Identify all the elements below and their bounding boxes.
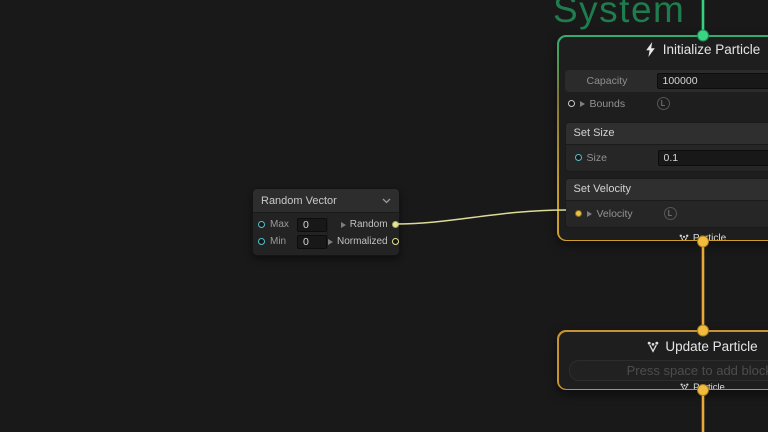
input-row-min: Min (253, 234, 327, 249)
random-vector-title: Random Vector (261, 194, 337, 207)
set-velocity-header[interactable]: Set Velocity (565, 178, 768, 201)
wire-random-to-velocity[interactable] (395, 209, 567, 225)
output-label-normalized: Normalized (337, 236, 388, 247)
max-value-field[interactable] (297, 217, 327, 232)
capacity-row: Capacity (564, 69, 768, 92)
lightning-bolt-icon (645, 42, 656, 57)
expand-arrow-icon[interactable] (340, 221, 346, 228)
add-block-placeholder[interactable]: Press space to add blocks (568, 359, 768, 381)
size-label: Size (586, 151, 607, 164)
expand-arrow-icon[interactable] (328, 238, 333, 245)
velocity-space-toggle[interactable]: L (663, 206, 677, 220)
bounds-port[interactable] (567, 100, 575, 107)
output-row-random: Random (328, 217, 402, 232)
output-port-random[interactable] (391, 221, 399, 228)
initialize-title: Initialize Particle (662, 42, 761, 57)
velocity-label: Velocity (596, 207, 633, 220)
size-row: Size (566, 145, 768, 171)
bounds-label: Bounds (589, 97, 626, 110)
update-title: Update Particle (665, 339, 758, 354)
input-label-max: Max (270, 219, 289, 230)
node-random-vector[interactable]: Random Vector Max Min Random (252, 188, 400, 256)
system-label: System (553, 0, 686, 30)
update-header[interactable]: Update Particle (559, 332, 768, 359)
capacity-label: Capacity (586, 74, 628, 87)
size-port[interactable] (574, 154, 582, 161)
input-port-min[interactable] (258, 238, 265, 245)
input-label-min: Min (270, 236, 287, 247)
expand-arrow-icon[interactable] (579, 100, 585, 107)
output-row-normalized: Normalized (328, 234, 402, 249)
particle-icon (680, 383, 689, 389)
input-row-max: Max (253, 217, 327, 232)
velocity-port[interactable] (574, 210, 582, 217)
particle-icon (679, 234, 689, 240)
size-field[interactable] (657, 149, 768, 166)
node-initialize-particle[interactable]: Initialize Particle Capacity Bounds L Se… (557, 35, 768, 241)
output-label-random: Random (349, 219, 388, 230)
output-port-normalized[interactable] (391, 238, 399, 245)
capacity-field[interactable] (656, 72, 768, 89)
initialize-footer-label: Particle (692, 233, 727, 240)
expand-arrow-icon[interactable] (586, 210, 592, 217)
input-port-max[interactable] (258, 221, 265, 228)
min-value-field[interactable] (297, 234, 327, 249)
initialize-footer: Particle (559, 232, 768, 240)
node-update-particle[interactable]: Update Particle Press space to add block… (557, 330, 768, 390)
bounds-row: Bounds L (559, 92, 768, 116)
particle-icon (647, 341, 659, 353)
chevron-down-icon[interactable] (382, 198, 391, 204)
update-footer: Particle (559, 381, 768, 389)
initialize-header[interactable]: Initialize Particle (559, 37, 768, 63)
random-vector-title-bar[interactable]: Random Vector (253, 189, 399, 213)
block-set-size[interactable]: Set Size Size (564, 121, 768, 172)
set-size-header[interactable]: Set Size (565, 122, 768, 145)
velocity-row: Velocity L (566, 201, 768, 227)
block-set-velocity[interactable]: Set Velocity Velocity L (564, 177, 768, 228)
update-footer-label: Particle (693, 381, 725, 389)
bounds-space-toggle[interactable]: L (656, 97, 670, 110)
